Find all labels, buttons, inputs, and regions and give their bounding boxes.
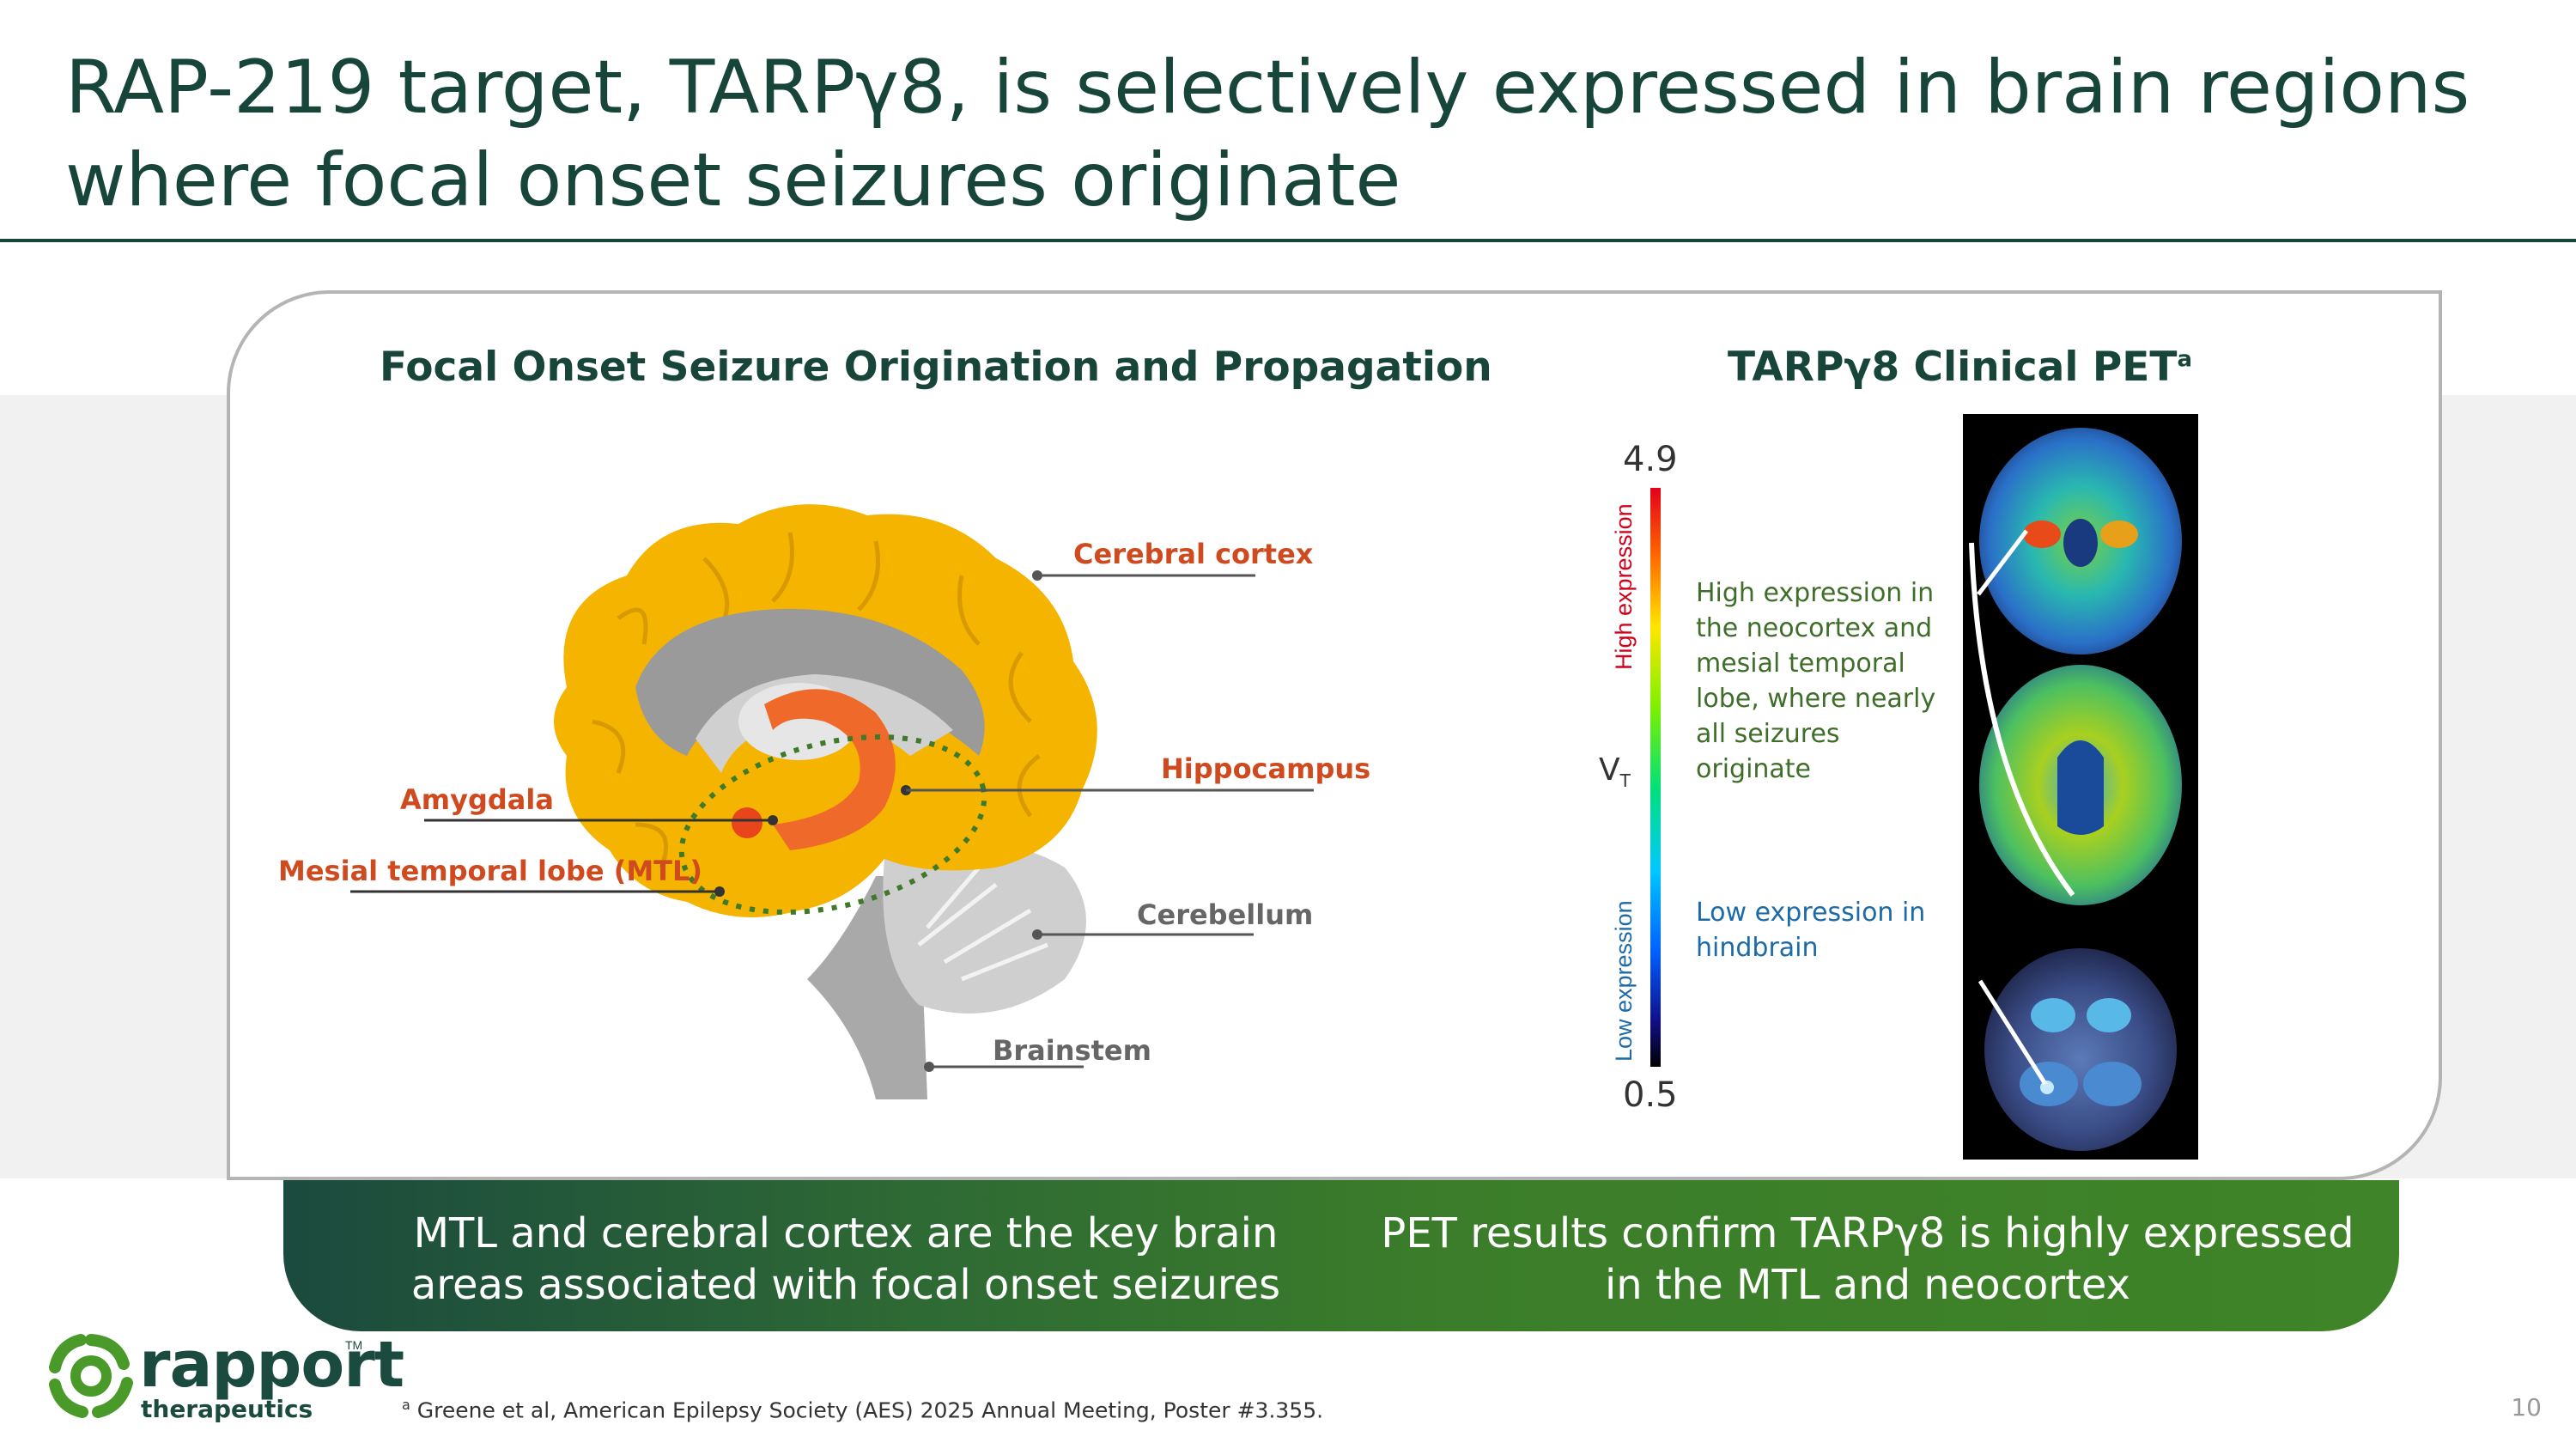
conclusion-banner: MTL and cerebral cortex are the key brai… (283, 1180, 2399, 1331)
scale-min: 0.5 (1623, 1075, 1678, 1115)
label-cerebellum: Cerebellum (1137, 898, 1314, 931)
scale-max: 4.9 (1623, 440, 1678, 479)
banner-left-text: MTL and cerebral cortex are the key brai… (410, 1209, 1281, 1309)
footnote-text: Greene et al, American Epilepsy Society … (416, 1397, 1324, 1423)
low-expression-note: Low expression in hindbrain (1696, 898, 1926, 963)
pet-slice-bottom (1984, 948, 2177, 1151)
logo-subtitle: therapeutics (141, 1395, 313, 1423)
brain-illustration (554, 504, 1097, 1099)
scale-label: VT (1599, 752, 1631, 791)
label-cerebral-cortex: Cerebral cortex (1073, 538, 1314, 570)
amygdala-shape (732, 807, 762, 838)
footnote-sup: a (402, 1397, 410, 1413)
label-hippocampus: Hippocampus (1161, 752, 1371, 785)
label-mtl: Mesial temporal lobe (MTL) (278, 855, 702, 887)
scale-label-sub: T (1619, 770, 1631, 792)
label-brainstem: Brainstem (993, 1034, 1151, 1067)
pet-scan-stack (1963, 414, 2198, 1160)
label-amygdala: Amygdala (400, 783, 554, 816)
scale-label-v: V (1599, 752, 1620, 788)
banner-right-text: PET results confirm TARPγ8 is highly exp… (1381, 1209, 2354, 1309)
logo-trademark: TM (345, 1338, 363, 1352)
high-expression-label: High expression (1611, 503, 1637, 670)
pet-heading-sup: a (2177, 346, 2192, 373)
footnote: a Greene et al, American Epilepsy Societ… (402, 1397, 1323, 1422)
right-section-heading: TARPγ8 Clinical PETa (1728, 344, 2192, 391)
left-section-heading: Focal Onset Seizure Origination and Prop… (380, 344, 1492, 391)
title-divider (0, 239, 2576, 242)
color-scale-bar (1650, 488, 1661, 1067)
low-expression-label: Low expression (1611, 900, 1637, 1062)
logo-wordmark: rapport (139, 1328, 404, 1402)
pet-heading-text: TARPγ8 Clinical PET (1728, 344, 2178, 391)
mtl-ellipse (678, 734, 987, 915)
company-logo: rapport TM therapeutics (48, 1328, 404, 1428)
cerebellum-shape (883, 843, 1086, 1014)
page-number: 10 (2511, 1393, 2542, 1422)
logo-mark-icon (49, 1334, 133, 1418)
high-expression-note: High expression in the neocortex and mes… (1696, 578, 1936, 784)
hippocampus-shape (764, 689, 896, 850)
slide-title: RAP-219 target, TARPγ8, is selectively e… (65, 45, 2470, 223)
